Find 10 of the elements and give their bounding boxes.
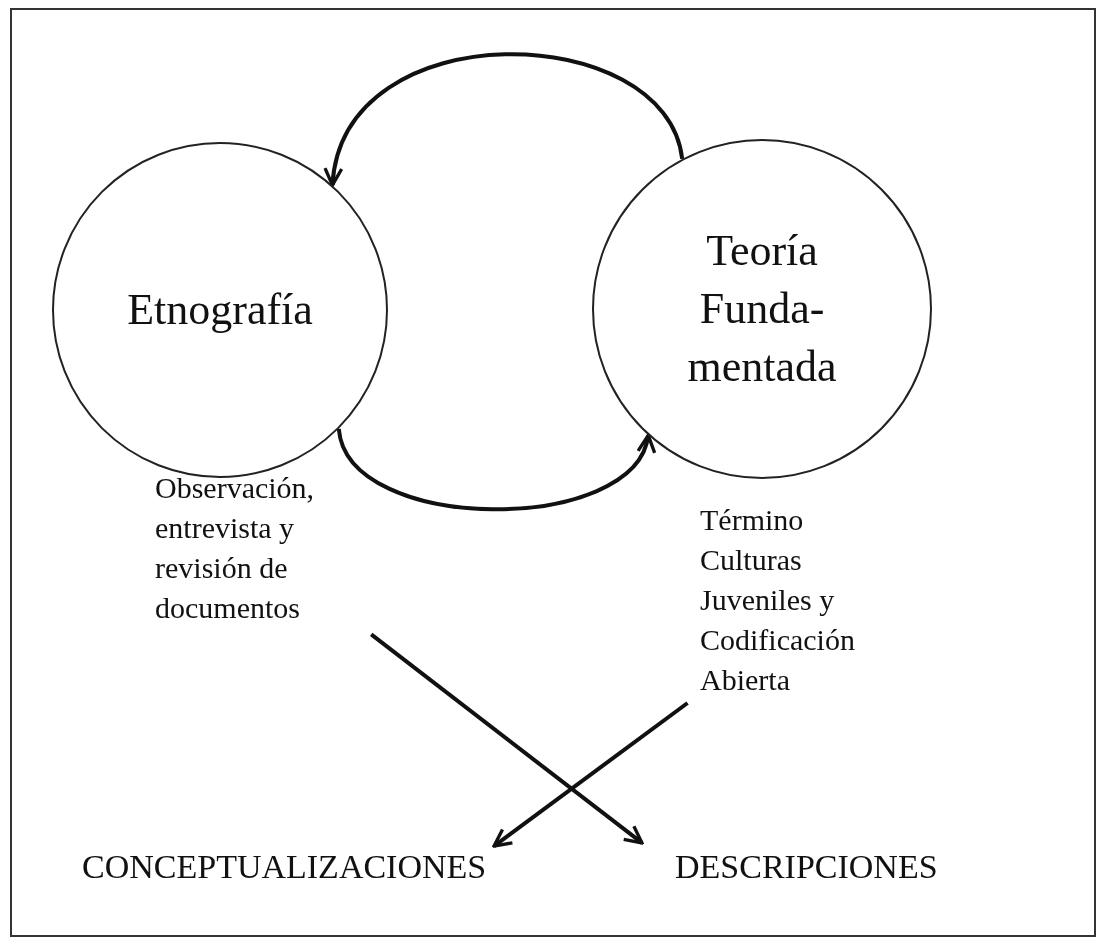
arrow [326, 52, 685, 187]
outcome-label: DESCRIPCIONES [675, 848, 938, 886]
arrow [492, 701, 689, 848]
circle-label: Etnografía [126, 284, 314, 336]
circle-label: Teoría Funda-mentada [687, 225, 837, 393]
outcome-label: CONCEPTUALIZACIONES [82, 848, 487, 886]
arrow [369, 632, 644, 845]
arrow [336, 428, 653, 512]
method-note: Término Culturas Juveniles y Codificación Abierta [700, 500, 878, 700]
method-note: Observación, entrevista y revisión de documentos [155, 468, 385, 628]
